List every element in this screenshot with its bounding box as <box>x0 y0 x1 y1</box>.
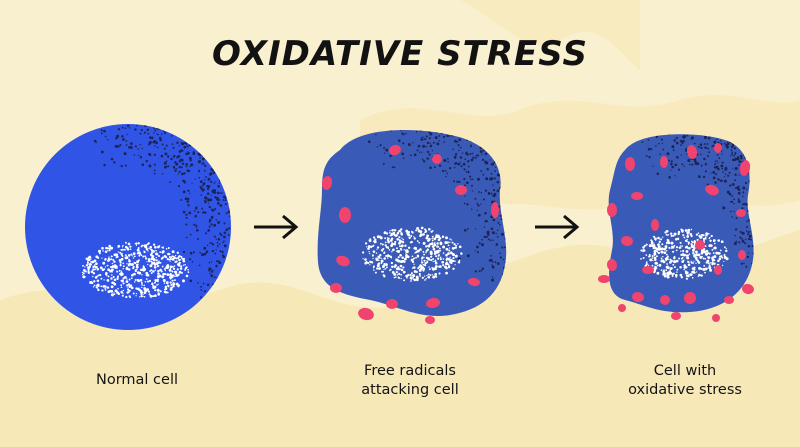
caption-line: Normal cell <box>95 372 179 388</box>
diagram-title: OXIDATIVE STRESS <box>212 34 588 74</box>
free-radicals-damage <box>598 143 754 322</box>
caption-normal-cell: Normal cell <box>27 371 247 390</box>
normal-cell <box>25 124 231 330</box>
normal-cell-nucleus <box>81 241 190 299</box>
stressed-cell-nucleus <box>640 228 729 280</box>
caption-stressed-cell: Cell with oxidative stress <box>575 362 795 400</box>
caption-attacked-cell: Free radicals attacking cell <box>300 362 520 400</box>
arrow-right-icon <box>535 214 580 240</box>
free-radicals <box>321 144 499 324</box>
caption-line: oxidative stress <box>628 382 742 398</box>
caption-line: attacking cell <box>361 382 459 398</box>
caption-line: Free radicals <box>364 363 456 379</box>
stressed-cell <box>598 134 754 322</box>
attacked-cell-nucleus <box>361 226 463 282</box>
attacked-cell <box>317 130 507 324</box>
arrow-right-icon <box>254 214 299 240</box>
caption-line: Cell with <box>653 363 717 379</box>
